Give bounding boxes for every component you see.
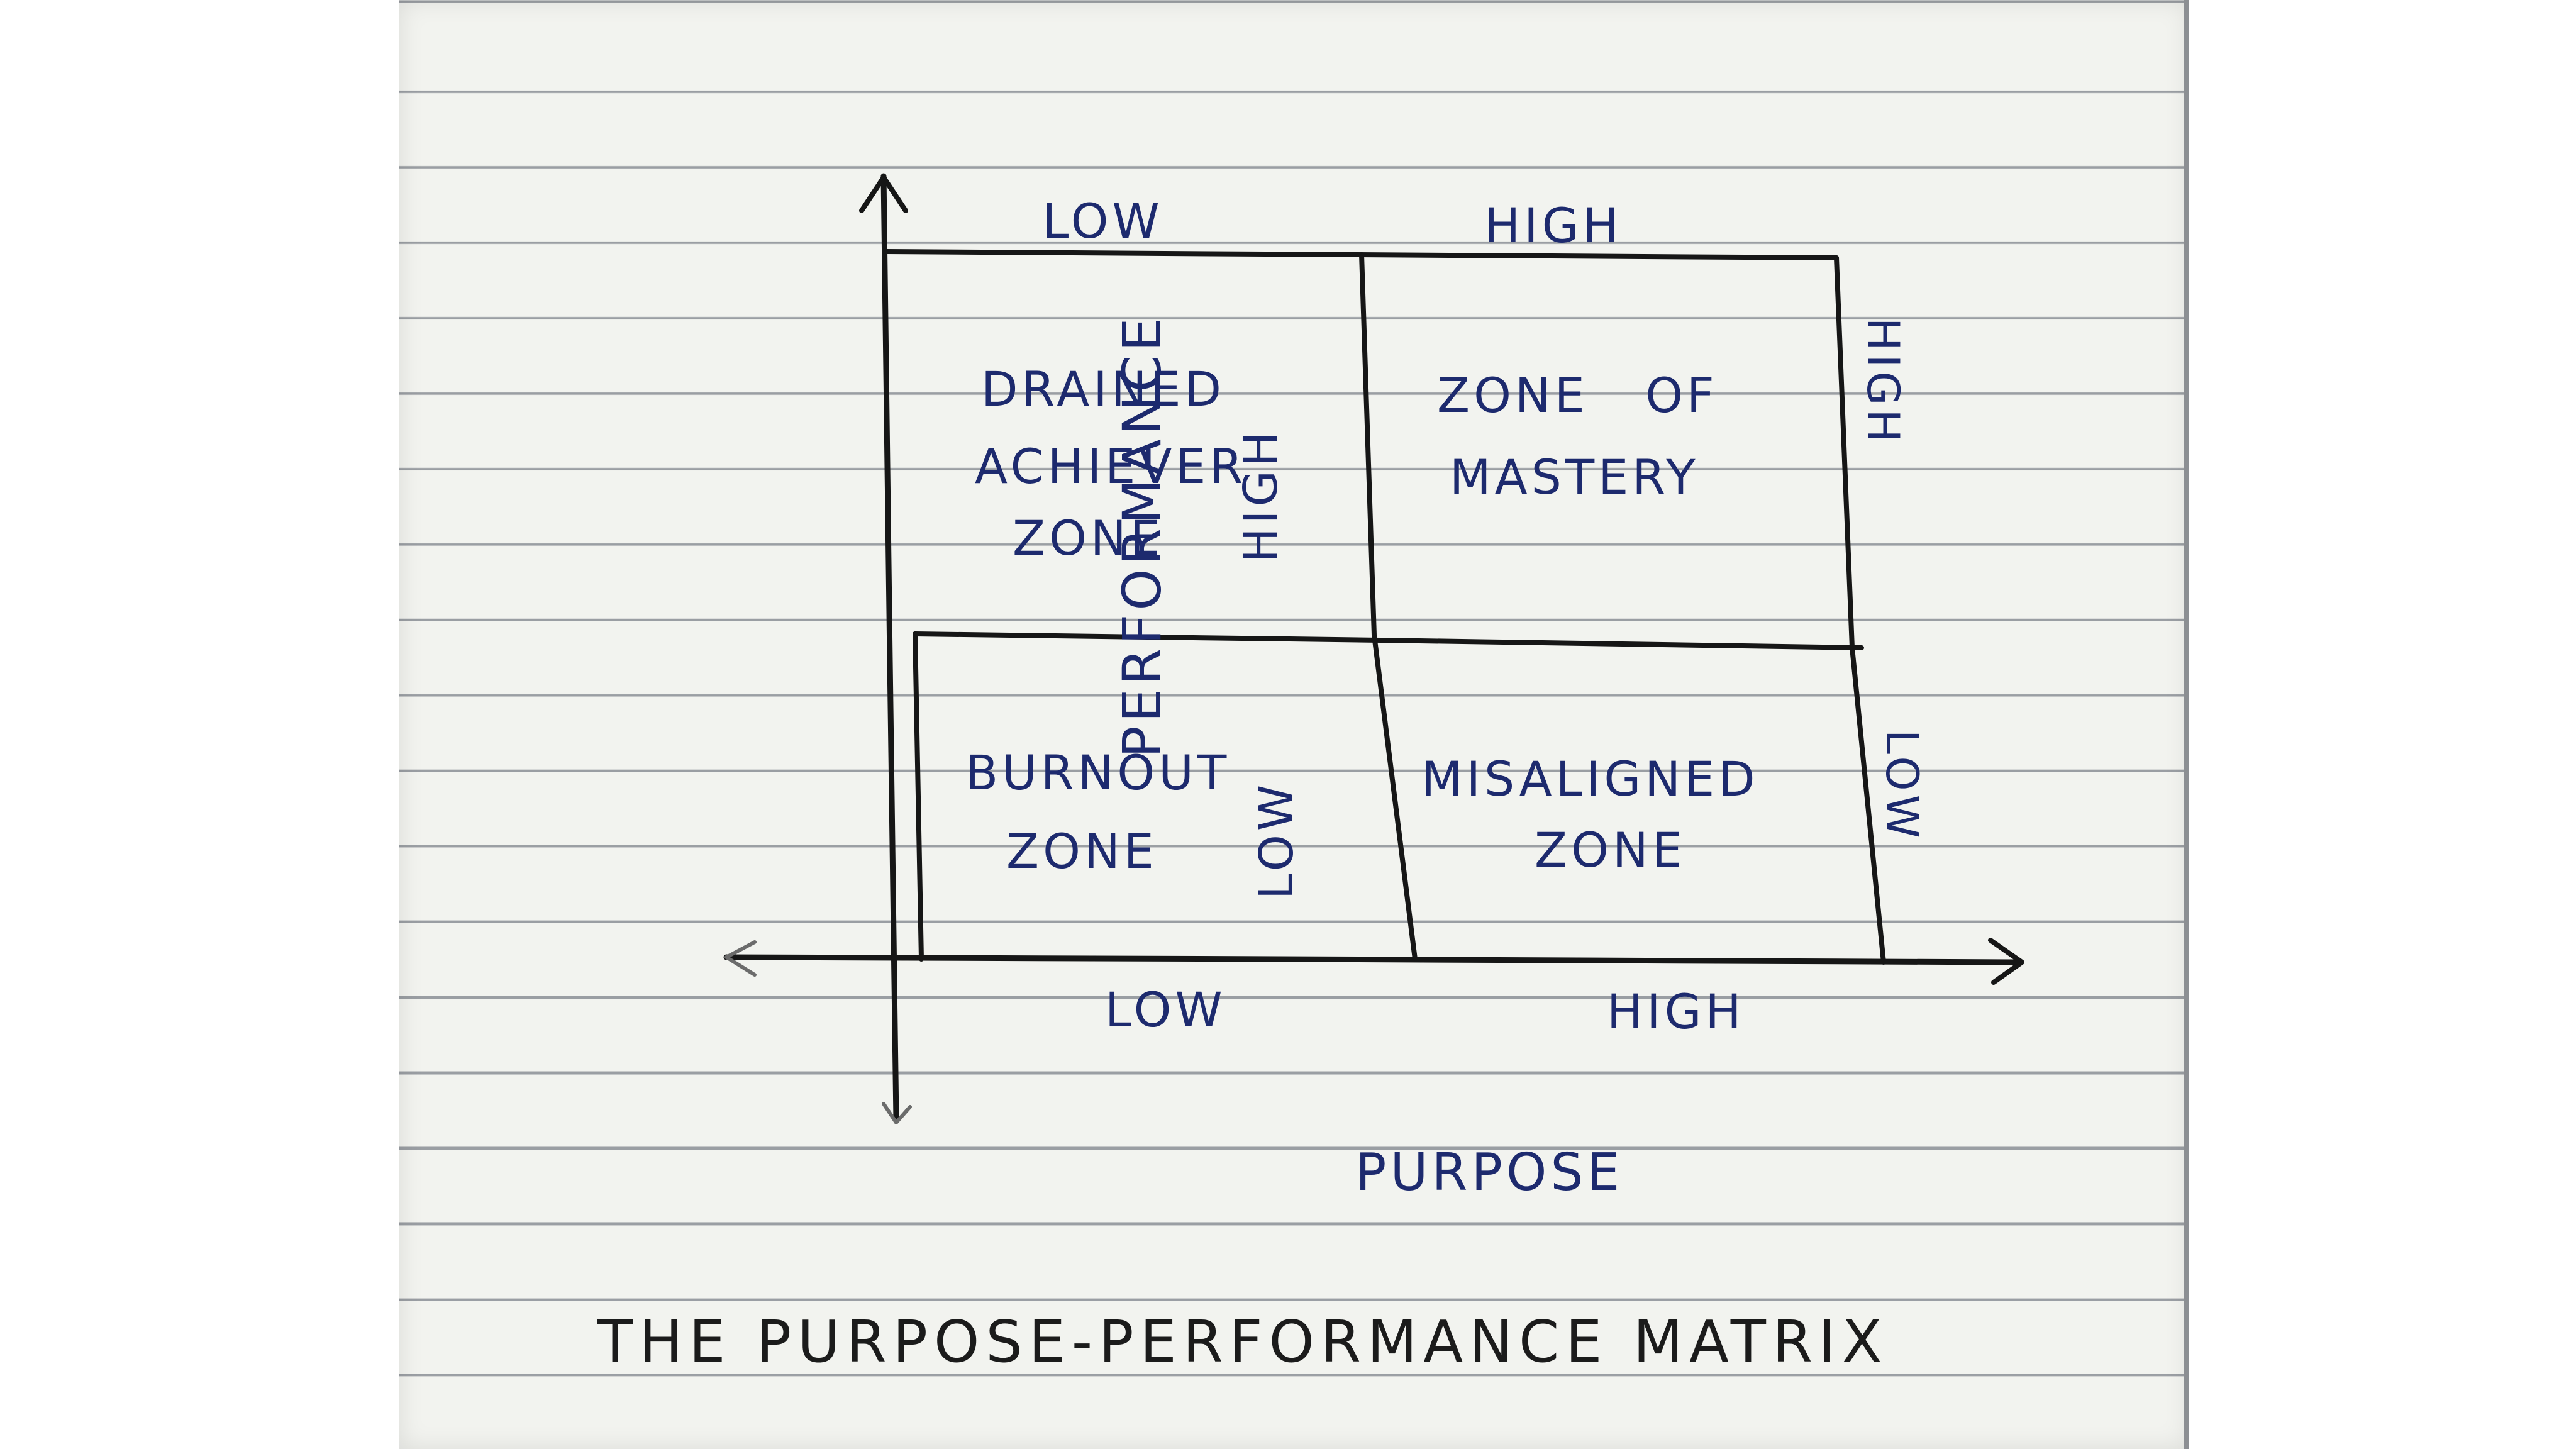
top-low-label: LOW xyxy=(1042,193,1163,249)
quadrant-text-line: DRAINED xyxy=(981,361,1225,417)
quadrant-text-line: ZONE xyxy=(1013,510,1164,566)
bottom-high-label: HIGH xyxy=(1607,984,1745,1040)
x-axis-line xyxy=(723,954,2022,965)
y-axis-arrow-up xyxy=(859,175,908,213)
diagram-title: THE PURPOSE-PERFORMANCE MATRIX xyxy=(597,1308,1888,1375)
grid-top-border xyxy=(884,249,1839,260)
y-axis-title: PERFORMANCE xyxy=(1111,314,1173,758)
quadrant-text-line: ACHIEVER xyxy=(975,438,1246,494)
left-high-label: HIGH xyxy=(1234,428,1288,563)
quadrant-text-line: MASTERY xyxy=(1450,449,1699,505)
quadrant-text-line: ZONE xyxy=(1006,823,1158,879)
quadrant-drained-achiever: DRAINED ACHIEVER ZONE xyxy=(975,361,1246,566)
bottom-low-label: LOW xyxy=(1105,982,1226,1038)
purpose-performance-matrix: LOW HIGH LOW HIGH PURPOSE PERFORMANCE HI… xyxy=(597,173,2024,1375)
quadrant-burnout: BURNOUT ZONE xyxy=(965,745,1230,879)
quadrant-misaligned: MISALIGNED ZONE xyxy=(1421,751,1759,878)
axes xyxy=(723,173,2024,1124)
quadrant-text-line: ZONE OF xyxy=(1437,367,1718,423)
grid-left-border-lower xyxy=(913,631,924,962)
x-axis-arrow-right xyxy=(1988,938,2024,985)
matrix-grid xyxy=(884,249,1886,965)
grid-middle-horizontal xyxy=(913,631,1864,650)
grid-middle-vertical xyxy=(1359,252,1418,962)
right-high-label: HIGH xyxy=(1857,318,1909,446)
y-axis-arrow-down xyxy=(882,1102,912,1124)
x-axis-title: PURPOSE xyxy=(1355,1143,1623,1202)
quadrant-text-line: BURNOUT xyxy=(965,745,1230,801)
top-high-label: HIGH xyxy=(1484,197,1623,253)
y-axis-line xyxy=(880,173,899,1123)
quadrant-text-line: MISALIGNED xyxy=(1421,751,1759,807)
quadrant-text-line: ZONE xyxy=(1535,822,1686,878)
left-low-label: LOW xyxy=(1250,781,1304,899)
x-axis-arrow-left xyxy=(724,940,757,977)
notebook-paper: LOW HIGH LOW HIGH PURPOSE PERFORMANCE HI… xyxy=(399,0,2189,1449)
grid-right-border xyxy=(1834,255,1886,965)
quadrant-zone-of-mastery: ZONE OF MASTERY xyxy=(1437,367,1718,505)
right-low-label: LOW xyxy=(1876,730,1928,842)
paper-edge xyxy=(2184,0,2189,1449)
